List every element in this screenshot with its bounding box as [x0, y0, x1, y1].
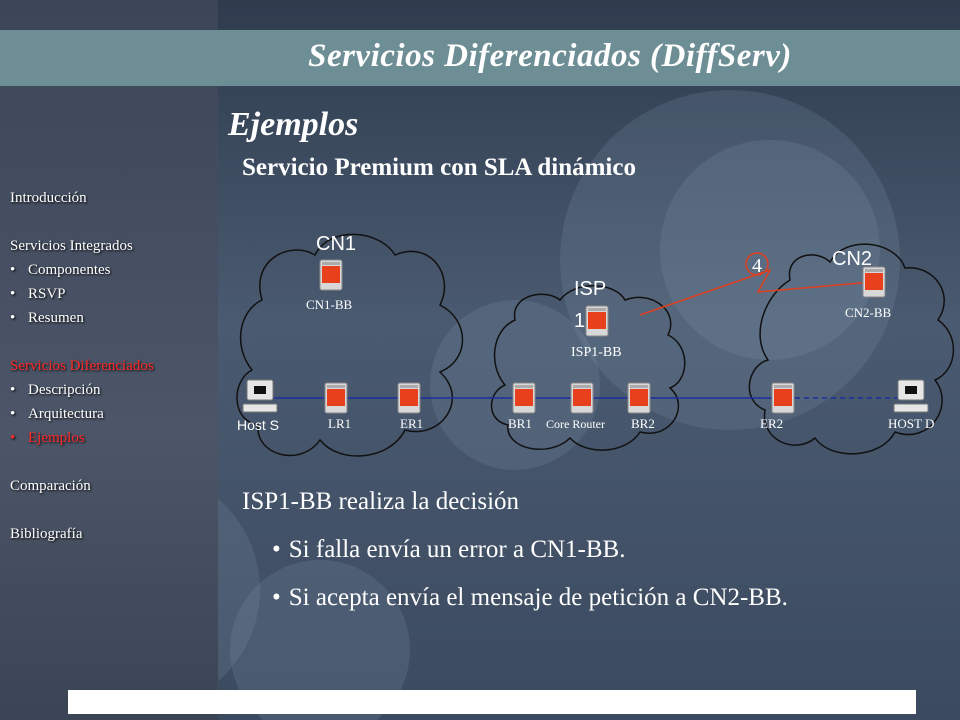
- lr1-router-icon: [324, 382, 348, 414]
- sidebar-subitem[interactable]: Componentes: [10, 258, 220, 282]
- isp1-label: ISP: [574, 278, 606, 300]
- sidebar-subitem[interactable]: Descripción: [10, 378, 220, 402]
- cn2-bb-label: CN2-BB: [845, 305, 892, 320]
- isp1-label-number: 1: [574, 310, 585, 332]
- decision-heading: ISP1-BB realiza la decisión: [242, 488, 520, 515]
- cn1-bb-router-icon: [319, 259, 343, 291]
- title-bar: [0, 30, 960, 86]
- sidebar-subitem[interactable]: Resumen: [10, 306, 220, 330]
- er2-label: ER2: [760, 416, 783, 431]
- signal-path: [639, 268, 873, 316]
- host-s-label: Host S: [237, 417, 279, 433]
- cn1-label: CN1: [316, 233, 356, 255]
- br1-label: BR1: [508, 416, 532, 431]
- sidebar-item[interactable]: Servicios Diferenciados: [10, 358, 154, 374]
- cn2-bb-router-icon: [862, 266, 886, 298]
- step-circle: [745, 252, 769, 276]
- core-router-label: Core Router: [546, 417, 605, 431]
- cloud-cn2: [748, 243, 955, 455]
- host-s-icon: [242, 379, 278, 413]
- slide-title: Servicios Diferenciados (DiffServ): [308, 38, 792, 74]
- br2-router-icon: [627, 382, 651, 414]
- host-d-icon: [893, 379, 929, 413]
- cloud-cn1: [236, 233, 464, 457]
- sidebar-item[interactable]: Servicios Integrados: [10, 238, 133, 254]
- footer-bar: [68, 690, 916, 714]
- bullet-item: Si falla envía un error a CN1-BB.: [272, 536, 626, 564]
- bullet-item: Si acepta envía el mensaje de petición a…: [272, 584, 788, 612]
- cn1-bb-label: CN1-BB: [306, 297, 353, 312]
- lr1-label: LR1: [328, 416, 351, 431]
- sidebar-subitem[interactable]: Arquitectura: [10, 402, 220, 426]
- sidebar-item[interactable]: Introducción: [10, 190, 87, 206]
- cn2-label: CN2: [832, 248, 872, 270]
- isp1-bb-router-icon: [585, 305, 609, 337]
- cloud-isp1: [490, 285, 686, 451]
- step-number: 4: [752, 255, 762, 277]
- slide-subtitle: Servicio Premium con SLA dinámico: [242, 154, 636, 181]
- isp1-bb-label: ISP1-BB: [571, 345, 622, 360]
- br2-label: BR2: [631, 416, 655, 431]
- core-router-icon: [570, 382, 594, 414]
- sidebar-subitem[interactable]: Ejemplos: [10, 426, 220, 450]
- er2-router-icon: [771, 382, 795, 414]
- sidebar-item[interactable]: Comparación: [10, 478, 91, 494]
- br1-router-icon: [512, 382, 536, 414]
- er1-label: ER1: [400, 416, 423, 431]
- sidebar-item[interactable]: Bibliografía: [10, 526, 83, 542]
- sidebar-panel: [0, 0, 218, 720]
- sidebar-subitem[interactable]: RSVP: [10, 282, 220, 306]
- er1-router-icon: [397, 382, 421, 414]
- host-d-label: HOST D: [888, 416, 934, 431]
- section-heading: Ejemplos: [228, 106, 359, 143]
